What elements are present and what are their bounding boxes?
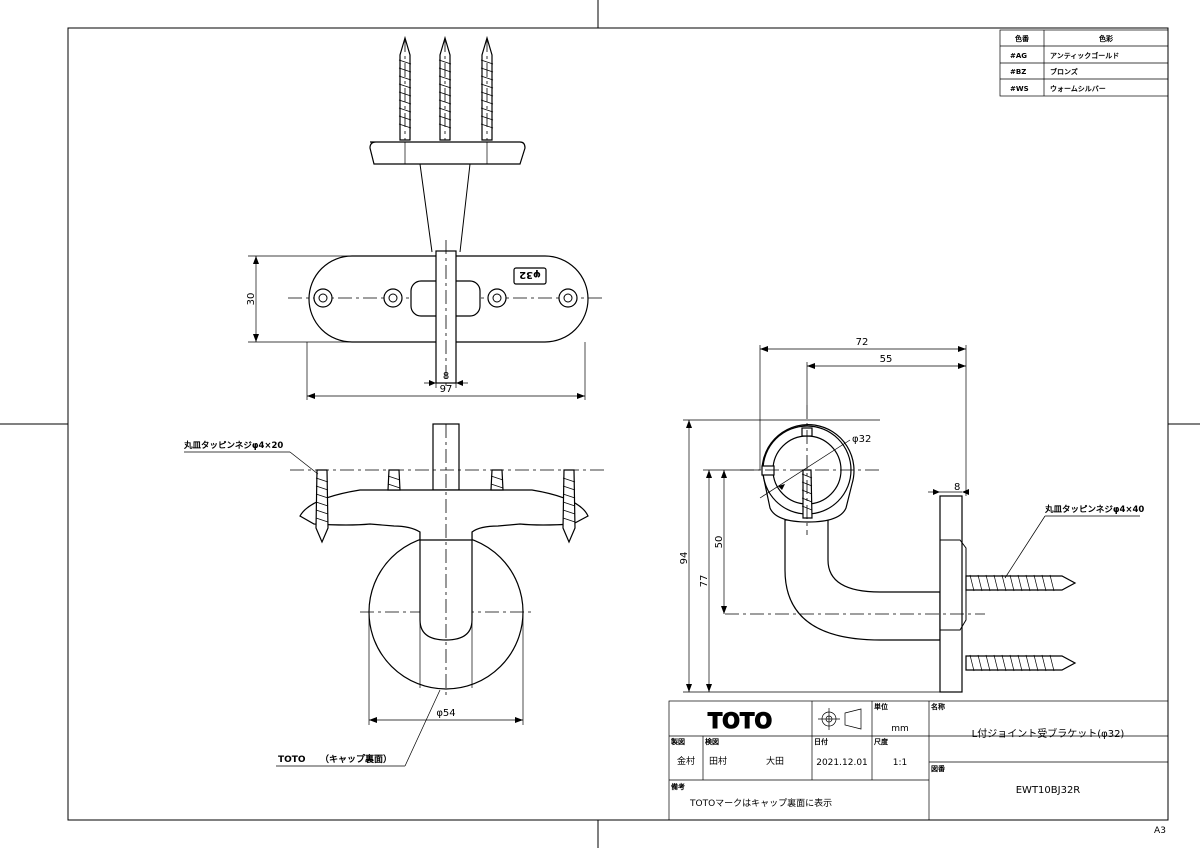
top-screws [398,35,494,141]
dim-side-diameter: φ32 [852,434,871,445]
drafter-label: 製図 [670,737,685,746]
dim-front-base-diameter: φ54 [436,708,455,719]
dim-top-slot: 8 [443,371,449,382]
dim-side-55: 55 [880,354,893,365]
dim-side-94: 94 [679,552,690,565]
scale-value: 1:1 [893,758,907,768]
inspector-label: 検図 [705,737,719,746]
color-name-ag: アンティックゴールド [1050,51,1119,60]
scale-label: 尺度 [873,737,889,746]
dim-top-height: 30 [246,293,257,306]
date-value: 2021.12.01 [816,758,868,768]
front-screw-callout: 丸皿タッピンネジφ4×20 [183,440,283,451]
top-view: φ32 30 97 8 [246,35,602,400]
front-screws [315,469,576,544]
side-screw-callout: 丸皿タッピンネジφ4×40 [1044,504,1144,515]
title-block: TOTO 単位 mm 名称 L付ジョイント受ブラケット(φ32) 製図 金村 検… [668,700,1169,821]
dim-side-77: 77 [699,575,710,588]
color-table-header-code: 色番 [1015,34,1030,43]
remarks-label: 備考 [671,782,685,791]
color-code-ag: #AG [1010,52,1027,60]
color-table: 色番 色彩 #AG アンティックゴールド #BZ ブロンズ #WS ウォームシル… [999,29,1169,97]
inspector-name-1: 田村 [709,755,727,767]
unit-value: mm [891,724,909,734]
dim-top-width: 97 [440,384,453,395]
title-block-logo: TOTO [708,709,772,733]
front-mark-callout: （キャップ裏面） [320,753,392,765]
remarks-text: TOTOマークはキャップ裏面に表示 [689,797,832,809]
color-code-ws: #WS [1010,85,1029,93]
color-name-ws: ウォームシルバー [1050,84,1106,93]
side-view: 72 55 φ32 8 94 77 50 丸皿タッピンネジφ4×40 [679,337,1144,693]
sheet-size: A3 [1154,826,1166,836]
inspector-name-2: 大田 [766,755,784,767]
top-holes [313,288,578,308]
drafter-name: 金村 [677,755,695,767]
product-name: L付ジョイント受ブラケット(φ32) [972,727,1125,740]
side-screws [965,574,1077,672]
unit-label: 単位 [874,702,888,711]
front-view: 丸皿タッピンネジφ4×20 φ54 TOTO （キャップ裏面） [183,423,605,767]
dim-side-72: 72 [856,337,869,348]
dim-side-plate: 8 [954,482,960,493]
projection-symbol [818,708,862,730]
part-number: EWT10BJ32R [1016,785,1081,796]
color-table-header-name: 色彩 [1099,34,1114,43]
color-name-bz: ブロンズ [1050,67,1078,76]
color-code-bz: #BZ [1010,68,1026,76]
number-label: 図番 [931,764,946,773]
front-mark-logo: TOTO [278,755,306,765]
date-label: 日付 [814,737,828,746]
name-label: 名称 [931,702,945,711]
top-view-diameter-mark: φ32 [519,269,541,280]
dim-side-50: 50 [714,536,725,549]
